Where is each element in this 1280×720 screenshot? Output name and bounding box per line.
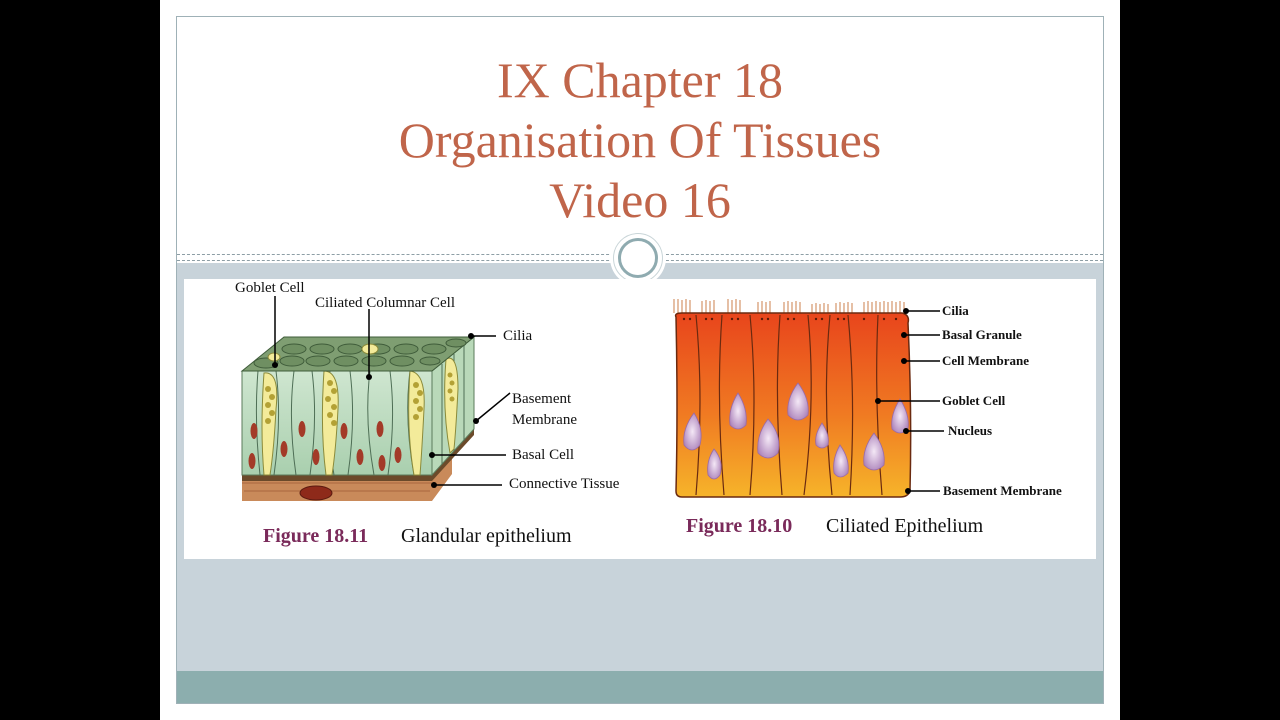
label-nucleus: Nucleus (948, 423, 992, 438)
caption-text-right: Ciliated Epithelium (826, 515, 984, 537)
page: IX Chapter 18 Organisation Of Tissues Vi… (160, 0, 1120, 720)
figures-panel: Goblet Cell Ciliated Columnar Cell Cilia… (184, 279, 1096, 559)
slide: IX Chapter 18 Organisation Of Tissues Vi… (176, 16, 1104, 704)
caption-number-right: Figure 18.10 (686, 515, 792, 537)
ciliated-epithelium-diagram (673, 299, 944, 498)
title-line-1: IX Chapter 18 (496, 52, 784, 108)
divider-circle-icon (618, 238, 658, 278)
label-basement-membrane-right: Basement Membrane (943, 483, 1062, 498)
connective-tissue-label-clip: Connective Tissue (509, 476, 620, 492)
label-cilia-left: Cilia (503, 328, 533, 344)
footer-bar (177, 671, 1103, 703)
label-goblet-cell-left: Goblet Cell (235, 280, 305, 296)
basement-membrane-layer (242, 427, 474, 481)
title-line-3: Video 16 (549, 172, 731, 228)
label-basement-line1: Basement (512, 391, 572, 407)
label-cell-membrane: Cell Membrane (942, 353, 1029, 368)
connective-nucleus (299, 485, 333, 501)
label-basal-granule: Basal Granule (942, 327, 1022, 342)
label-basal-cell: Basal Cell (512, 447, 574, 463)
label-ciliated-columnar-cell: Ciliated Columnar Cell (315, 295, 455, 311)
figures-svg: Goblet Cell Ciliated Columnar Cell Cilia… (235, 280, 1062, 547)
caption-number-left: Figure 18.11 (263, 525, 368, 547)
caption-text-left: Glandular epithelium (401, 525, 572, 547)
label-cilia-right: Cilia (942, 303, 969, 318)
title-line-2: Organisation Of Tissues (398, 112, 882, 168)
label-goblet-cell-right: Goblet Cell (942, 393, 1006, 408)
glandular-epithelium-diagram (240, 296, 511, 501)
label-basement-line2: Membrane (512, 412, 577, 428)
title-area: IX Chapter 18 Organisation Of Tissues Vi… (177, 17, 1103, 263)
label-connective-tissue: Connective Tissue (509, 476, 620, 492)
